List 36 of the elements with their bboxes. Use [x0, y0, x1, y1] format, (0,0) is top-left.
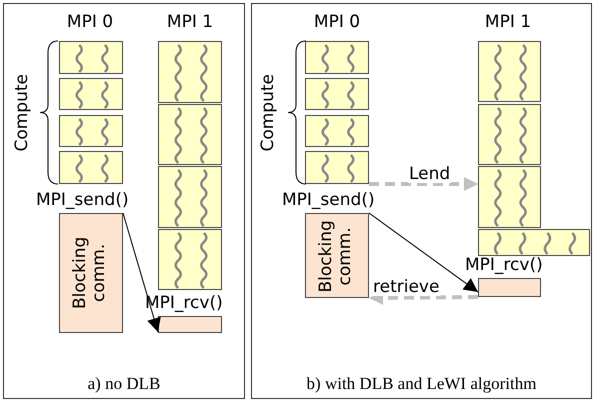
block-label: Blocking comm. — [317, 218, 356, 294]
panel-frame — [251, 3, 592, 399]
compute-block — [305, 115, 369, 147]
group-label: Compute — [12, 74, 32, 152]
arrow — [369, 176, 478, 191]
edge-label: retrieve — [372, 279, 440, 296]
compute-block — [59, 78, 123, 110]
function-label: MPI_send() — [282, 192, 375, 209]
panel-label: b) with DLB and LeWI algorithm — [306, 374, 538, 394]
column-heading: MPI 0 — [66, 14, 114, 30]
compute-block — [158, 166, 222, 228]
compute-block — [305, 78, 369, 110]
panel-frame — [3, 3, 245, 399]
block-label: Blocking comm. — [71, 236, 110, 312]
compute-block — [305, 151, 369, 184]
column-heading: MPI 0 — [314, 14, 360, 30]
edge-label: Lend — [408, 166, 452, 183]
compute-block — [158, 229, 222, 290]
arrow — [122, 212, 161, 333]
function-label: MPI_rcv() — [465, 257, 543, 274]
compute-block — [478, 229, 590, 256]
compute-block — [59, 41, 123, 74]
compute-block — [59, 151, 123, 184]
compute-block — [59, 115, 123, 147]
compute-block — [478, 41, 541, 102]
column-heading: MPI 1 — [166, 14, 214, 30]
group-label: Compute — [258, 74, 278, 152]
column-heading: MPI 1 — [484, 14, 532, 30]
function-label: MPI_send() — [36, 192, 129, 209]
arrow — [368, 212, 478, 293]
compute-block — [158, 104, 222, 165]
compute-block — [158, 41, 222, 103]
compute-block — [478, 104, 541, 165]
compute-block — [478, 166, 541, 228]
panel-label: a) no DLB — [86, 374, 162, 394]
compute-block — [305, 41, 369, 74]
